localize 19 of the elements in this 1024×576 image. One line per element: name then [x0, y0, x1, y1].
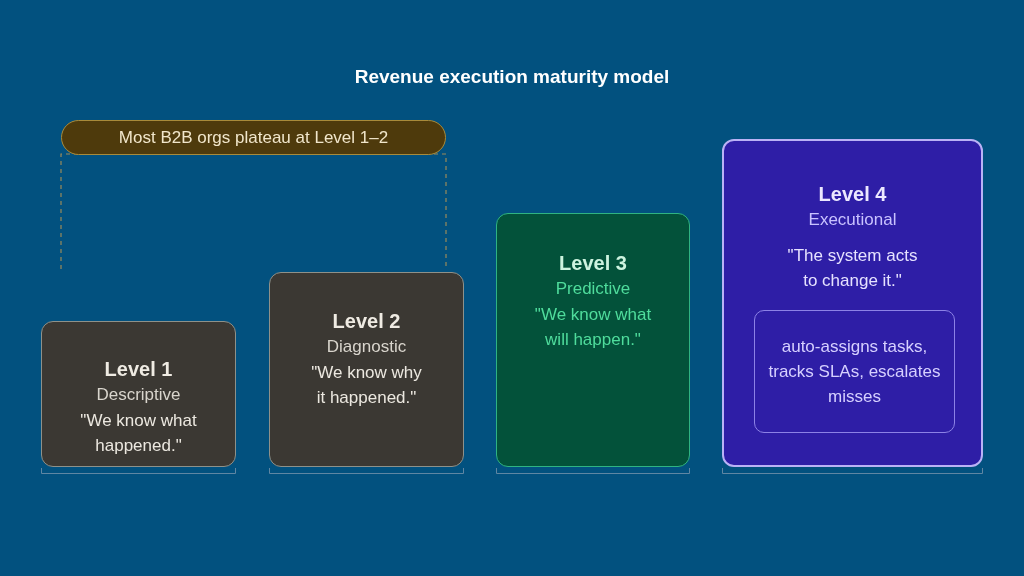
level-heading: Level 1 — [104, 357, 173, 382]
level-card — [496, 213, 690, 467]
level-name: Diagnostic — [326, 336, 407, 358]
quote-text: "We know what will happen." — [533, 304, 653, 351]
diagram-title: Revenue execution maturity model — [354, 66, 670, 88]
quote-text: "We know what happened." — [79, 410, 198, 457]
level-card — [722, 139, 983, 467]
level-heading: Level 2 — [332, 309, 401, 334]
level-name: Executional — [808, 209, 897, 231]
level-card — [269, 272, 464, 467]
level-name: Descriptive — [96, 384, 181, 406]
action-note-box: auto-assigns tasks, tracks SLAs, escalates misses — [754, 310, 955, 433]
quote-text: "The system acts to change it." — [786, 245, 919, 292]
level-card — [41, 321, 236, 467]
level-heading: Level 3 — [559, 251, 627, 276]
plateau-banner: Most B2B orgs plateau at Level 1–2 — [61, 120, 446, 155]
quote-text: "We know why it happened." — [310, 362, 423, 409]
level-name: Predictive — [555, 278, 631, 300]
level-heading: Level 4 — [818, 182, 887, 207]
